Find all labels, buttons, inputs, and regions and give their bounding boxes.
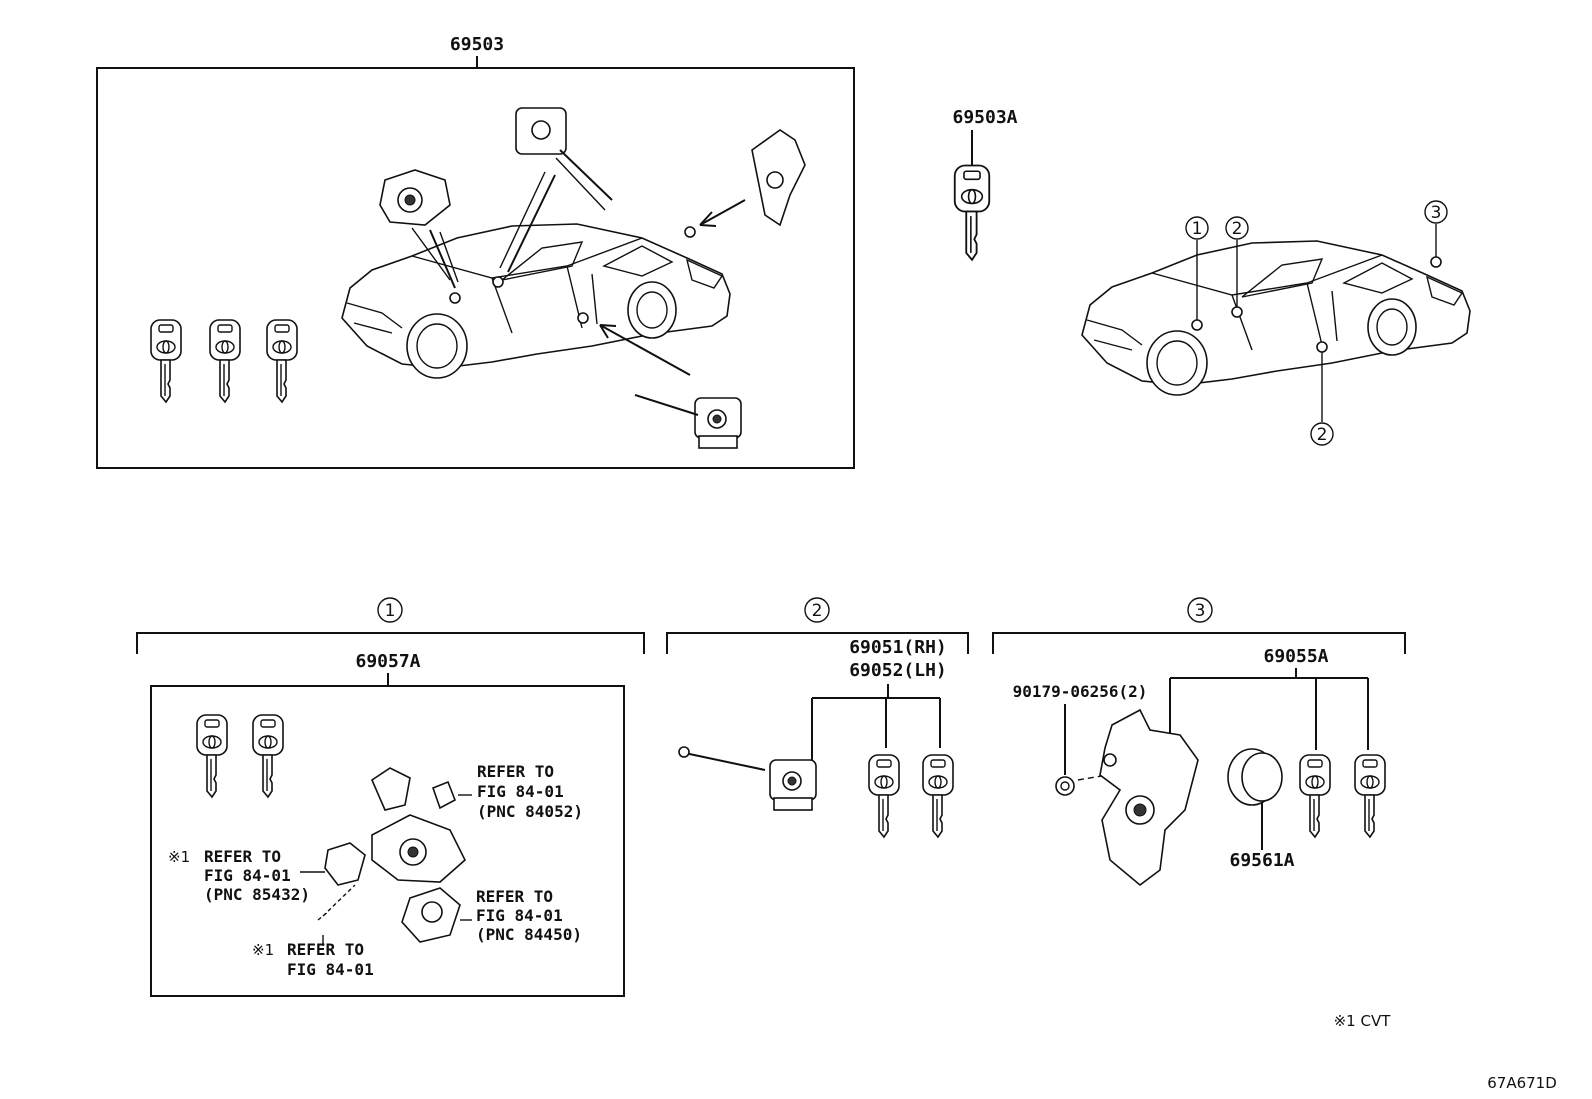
section-1-keys — [196, 714, 284, 798]
ref-84052: REFER TO FIG 84-01 (PNC 84052) — [477, 762, 583, 821]
callout-1-top: 1 — [1185, 216, 1209, 240]
ref-85432: REFER TO FIG 84-01 (PNC 85432) — [204, 847, 310, 904]
trunk-lock-assembly — [1055, 708, 1199, 887]
svg-text:1: 1 — [1192, 219, 1203, 239]
part-69051-rh-label: 69051(RH) — [849, 637, 947, 658]
svg-text:1: 1 — [385, 601, 396, 621]
section-2-keys — [868, 754, 954, 838]
trunk-lock-part — [699, 129, 806, 227]
cylinder-69561A-label: 69561A — [1229, 850, 1294, 871]
ref-85432-note: ※1 — [168, 848, 190, 866]
footnote-cvt: ※1 CVT — [1334, 1012, 1392, 1030]
svg-text:3: 3 — [1431, 203, 1442, 223]
car-with-lock-locations — [341, 223, 731, 379]
assembly-69057A-frame — [150, 685, 625, 997]
section-1-header: 1 — [136, 597, 645, 654]
assembly-69057A-label: 69057A — [355, 651, 420, 672]
svg-text:3: 3 — [1195, 601, 1206, 621]
assembly-69055A-label: 69055A — [1263, 646, 1328, 667]
part-69052-lh-label: 69052(LH) — [849, 660, 947, 681]
section-2-header: 2 — [666, 597, 969, 654]
callout-3-top: 3 — [1424, 200, 1448, 224]
figure-code: 67A671D — [1487, 1074, 1557, 1092]
callout-2-top: 2 — [1225, 216, 1249, 240]
door-lock-part — [599, 324, 742, 449]
callout-2-bottom: 2 — [1310, 422, 1334, 446]
key-69503A-label: 69503A — [952, 107, 1017, 128]
door-lock-cylinder — [678, 746, 817, 811]
lock-cylinder-69561A — [1227, 748, 1283, 806]
assembly-69503-label: 69503 — [450, 34, 504, 55]
svg-text:2: 2 — [1317, 425, 1328, 445]
section-1-lock-parts — [300, 767, 472, 946]
ref-screw-note: ※1 — [252, 941, 274, 959]
bolt-90179-label: 90179-06256(2) — [1013, 682, 1148, 701]
section-3-leaders — [1064, 668, 1369, 850]
assembly-69503-keys — [150, 319, 298, 403]
assembly-69503-frame — [96, 67, 855, 469]
section-3-keys — [1299, 754, 1386, 838]
svg-text:2: 2 — [1232, 219, 1243, 239]
steering-lock-part — [499, 107, 613, 273]
ref-screw: REFER TO FIG 84-01 — [287, 940, 374, 979]
car-callout-view — [1081, 224, 1471, 422]
master-key — [953, 164, 991, 261]
ignition-lock-part — [379, 169, 459, 289]
ref-84450: REFER TO FIG 84-01 (PNC 84450) — [476, 887, 582, 944]
section-2-leaders — [811, 684, 941, 760]
svg-text:2: 2 — [812, 601, 823, 621]
section-3-header: 3 — [992, 597, 1406, 654]
